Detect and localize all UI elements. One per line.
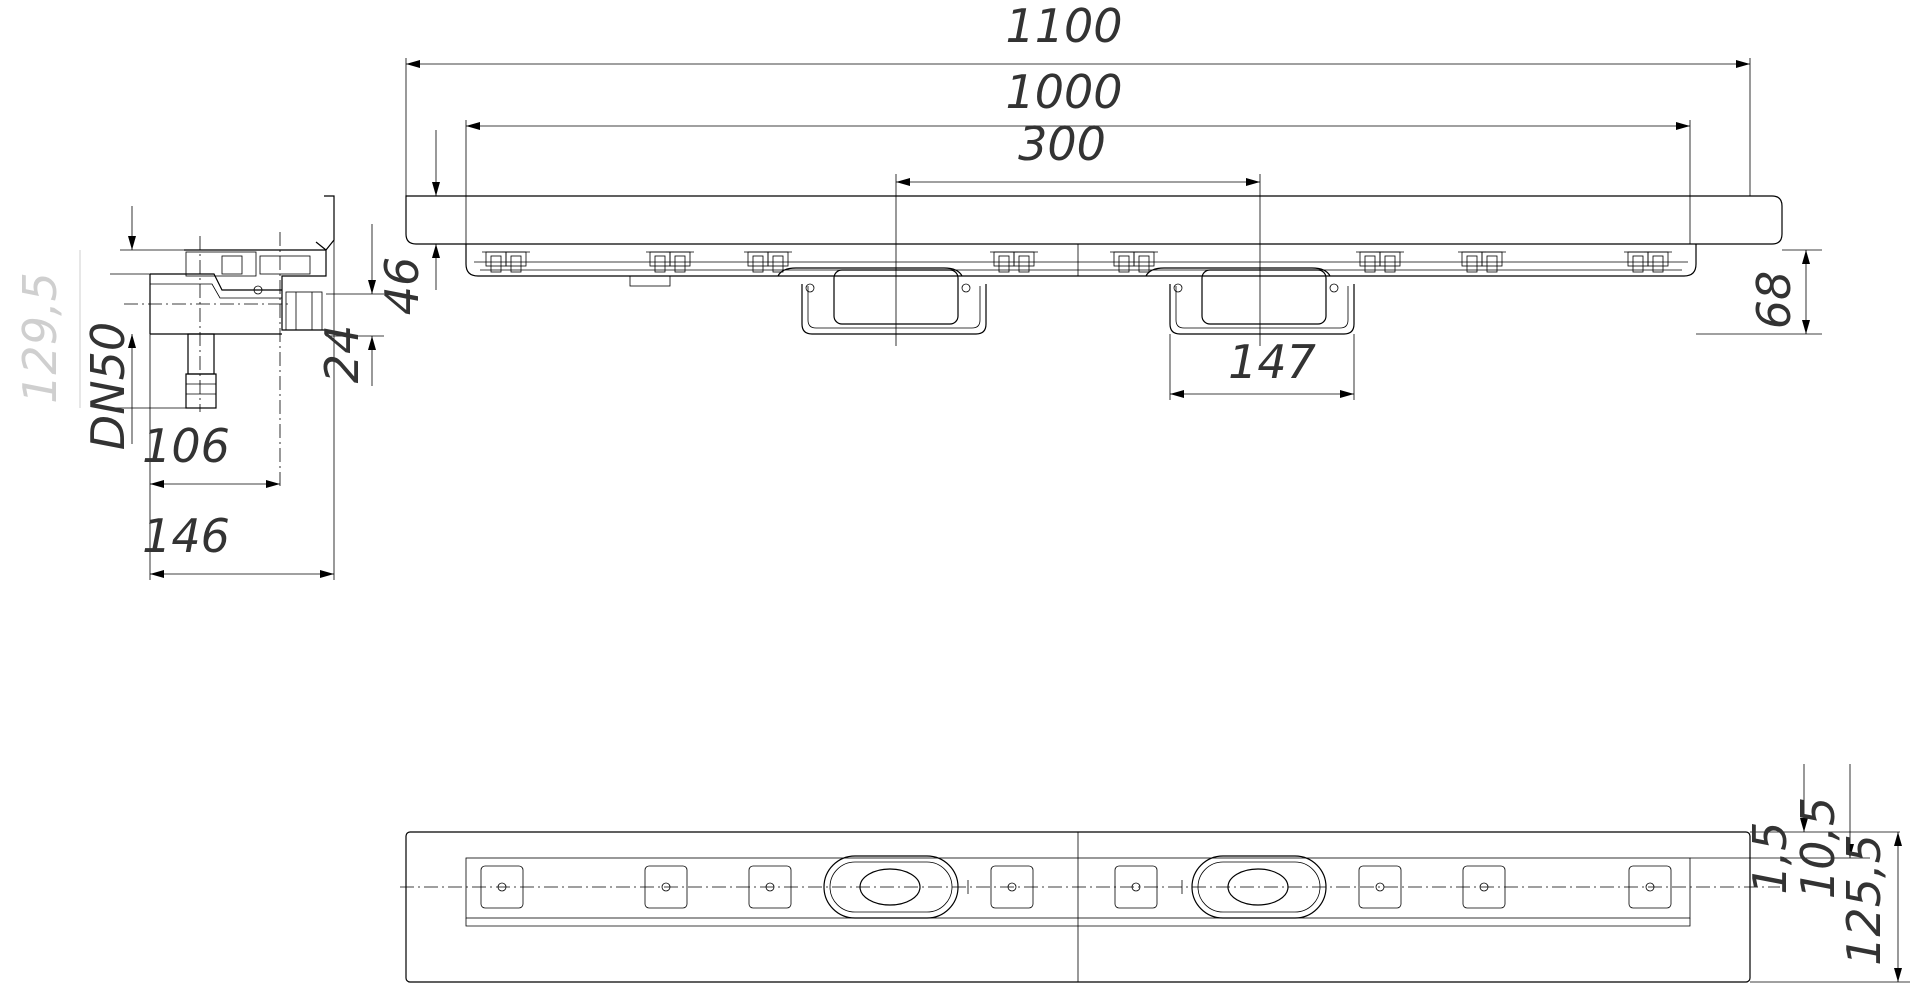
outlet-right — [1145, 267, 1355, 335]
dim-label-24: 24 — [315, 325, 369, 384]
dim-label-1000: 1000 — [1005, 65, 1122, 119]
dim-outlet-spacing: 300 — [895, 117, 1261, 346]
dim-length-inner: 1000 — [465, 65, 1691, 244]
plan-view: 1,5 10,5 125,5 — [400, 764, 1910, 983]
dim-label-1100: 1100 — [1005, 0, 1122, 53]
dim-label-106: 106 — [142, 419, 230, 473]
grating-plate — [405, 195, 1783, 245]
channel-body — [465, 244, 1697, 277]
side-section: 129,5 DN50 46 24 106 146 — [13, 195, 429, 580]
dim-label-68: 68 — [1747, 271, 1801, 330]
dim-outlet-width: 147 — [1169, 334, 1355, 400]
dim-label-1-5: 1,5 — [1743, 821, 1797, 894]
dim-label-147: 147 — [1228, 335, 1316, 389]
dim-label-125-5: 125,5 — [1837, 834, 1891, 966]
dim-label-10-5: 10,5 — [1791, 797, 1845, 899]
dim-label-46: 46 — [375, 257, 429, 316]
front-elevation: 1100 1000 300 147 68 — [405, 0, 1822, 400]
dim-body-height: 68 — [1696, 249, 1822, 335]
dim-label-129-5: 129,5 — [13, 272, 67, 404]
dim-label-146: 146 — [142, 509, 230, 563]
dim-label-300: 300 — [1018, 117, 1106, 171]
dim-label-dn50: DN50 — [81, 322, 135, 450]
plan-outlet-right — [1181, 855, 1327, 919]
plan-outlet-left — [823, 855, 969, 919]
dim-length-overall: 1100 — [405, 0, 1751, 196]
outlet-left — [777, 267, 987, 335]
